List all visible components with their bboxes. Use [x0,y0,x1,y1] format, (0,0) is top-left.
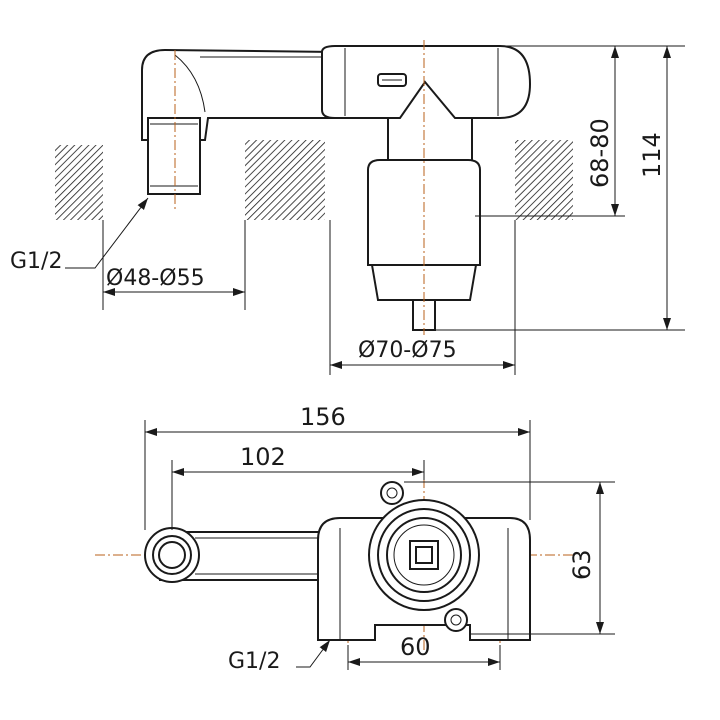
bottom-view: 156 102 63 60 G1/2 [95,403,615,674]
bottom-thread-label: G1/2 [228,649,280,674]
height-label: 63 [568,549,596,580]
body-diameter-label: Ø70-Ø75 [358,338,457,363]
outlet-length-label: 102 [240,443,286,471]
outlet-end-bore [158,541,186,569]
spindle-square-inner [415,546,433,564]
top-thread-label: G1/2 [10,249,62,274]
overall-width-label: 156 [300,403,346,431]
wall-diameter-label: Ø48-Ø55 [106,266,205,291]
depth-range-label: 68-80 [586,118,614,188]
inlet-spacing-label: 60 [400,633,431,661]
total-height-label: 114 [638,132,666,178]
spout-elbow-line [174,54,206,113]
top-view: Ø48-Ø55 Ø70-Ø75 68-80 114 G1/2 [10,40,685,375]
cartridge-body [367,159,481,266]
wall-section-right [515,140,573,220]
mounting-ear-top [380,481,404,505]
wall-section-middle [245,140,325,220]
thread-stub [147,117,201,195]
mounting-ear-bottom [444,608,468,632]
wall-section-left [55,145,103,220]
